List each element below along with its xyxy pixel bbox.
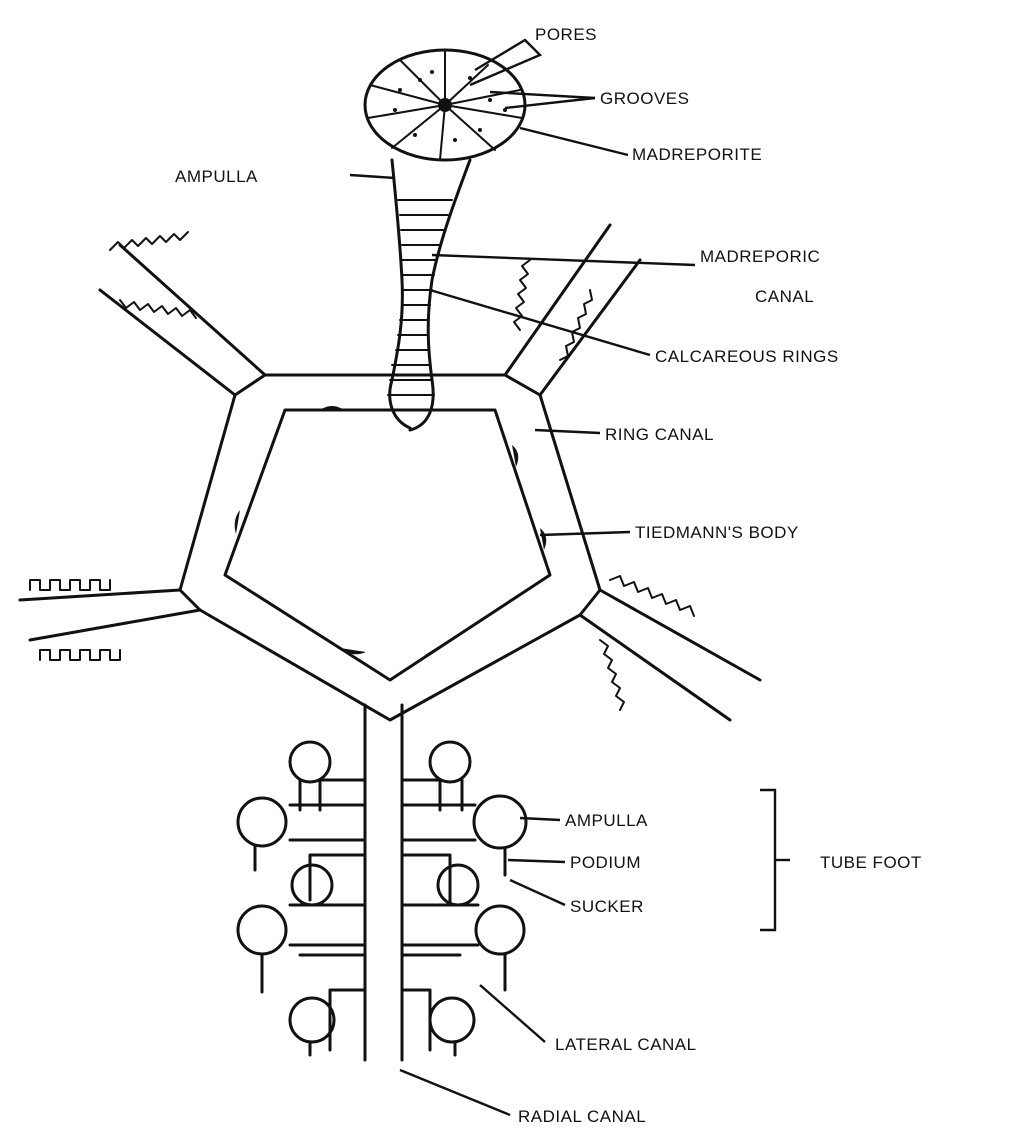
label-madreporite: MADREPORITE — [632, 145, 762, 164]
tube-foot-r4 — [402, 905, 524, 990]
radial-canal — [365, 705, 402, 1060]
label-ampulla-top: AMPULLA — [175, 167, 258, 186]
label-tube-foot: TUBE FOOT — [820, 853, 922, 872]
radial-arm-top-right — [505, 225, 640, 395]
tube-foot-l3 — [292, 855, 365, 905]
label-ring-canal: RING CANAL — [605, 425, 714, 444]
tube-foot-r1 — [402, 742, 470, 810]
tube-foot-l5 — [290, 955, 365, 1055]
label-radial-canal: RADIAL CANAL — [518, 1107, 646, 1126]
label-calcareous-rings: CALCAREOUS RINGS — [655, 347, 839, 366]
madreporite-plate — [365, 50, 525, 160]
tube-foot-r3 — [402, 855, 478, 905]
label-lateral-canal: LATERAL CANAL — [555, 1035, 697, 1054]
tube-foot-l4 — [238, 905, 365, 992]
radial-arm-right — [580, 576, 760, 720]
label-madreporic-canal-2: CANAL — [755, 287, 814, 306]
label-sucker: SUCKER — [570, 897, 644, 916]
label-tiedmanns-body: TIEDMANN'S BODY — [635, 523, 799, 542]
tube-foot-l1 — [290, 742, 365, 810]
madreporic-canal — [388, 160, 470, 430]
label-grooves: GROOVES — [600, 89, 689, 108]
tube-foot-r5 — [402, 955, 474, 1055]
label-pores: PORES — [535, 25, 597, 44]
label-madreporic-canal-1: MADREPORIC — [700, 247, 820, 266]
tube-feet-left — [238, 742, 365, 1055]
label-podium: PODIUM — [570, 853, 641, 872]
radial-arm-left — [20, 580, 200, 660]
tube-foot-r2 — [402, 796, 526, 875]
label-ampulla-foot: AMPULLA — [565, 811, 648, 830]
ring-canal — [180, 375, 600, 720]
radial-arm-top-left — [100, 232, 265, 395]
